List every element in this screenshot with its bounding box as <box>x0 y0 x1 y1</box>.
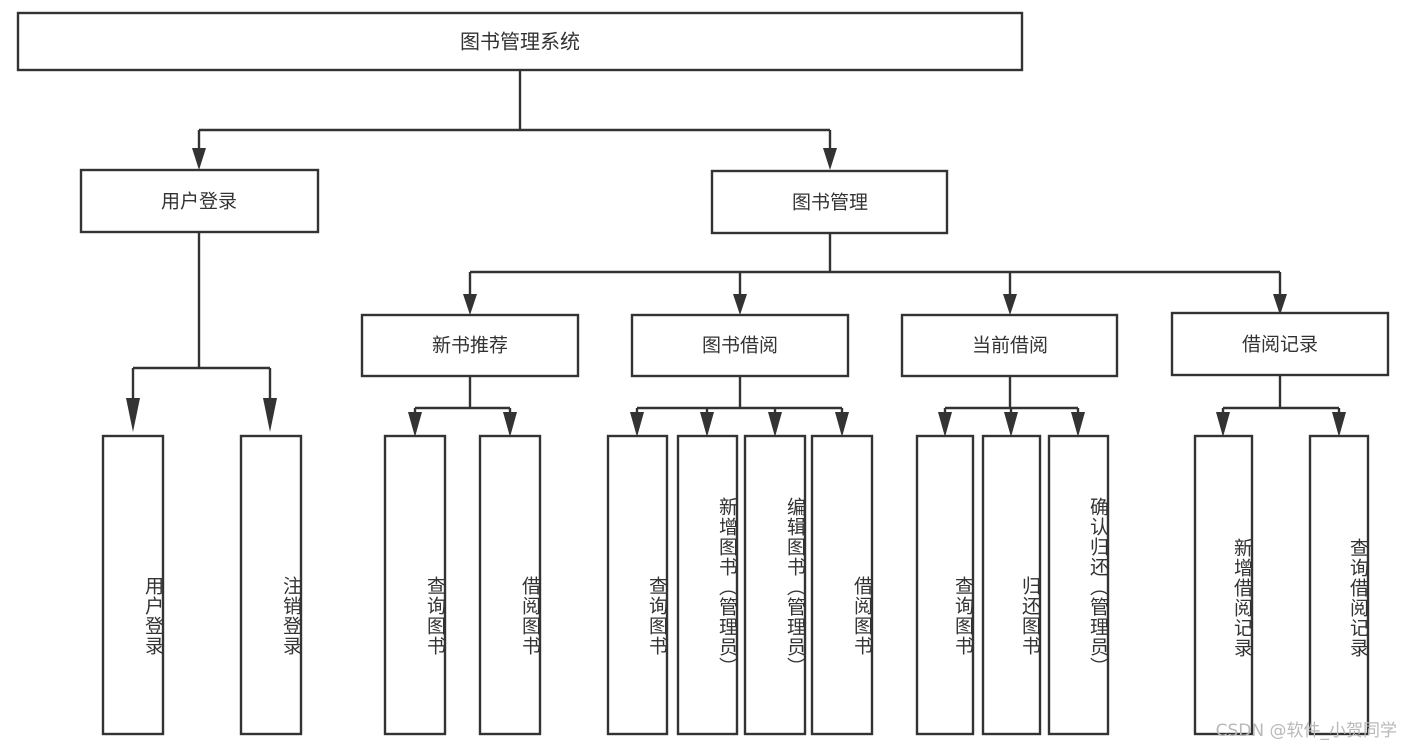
leaf-box-records-1[interactable] <box>1193 434 1254 736</box>
leaf-box-borrow-1[interactable] <box>606 434 669 736</box>
arrowhead-user-login <box>192 148 206 170</box>
node-new-book-label: 新书推荐 <box>432 335 508 357</box>
node-borrow-label: 图书借阅 <box>702 335 778 357</box>
node-root-box[interactable] <box>16 11 1024 72</box>
arrowhead-re-leaf2 <box>1332 412 1346 437</box>
connector-layer <box>126 70 1346 437</box>
leaf-box-borrow-4[interactable] <box>810 434 874 736</box>
node-borrow-box[interactable] <box>630 313 850 378</box>
leaf-box-current-1[interactable] <box>915 434 975 736</box>
arrowhead-new-book <box>463 294 477 315</box>
arrowhead-br-leaf1 <box>630 412 644 437</box>
node-new-book-box[interactable] <box>360 313 580 378</box>
arrowhead-cu-leaf3 <box>1071 412 1085 437</box>
node-user-login-box[interactable] <box>79 168 320 234</box>
arrowhead-book-manage <box>823 148 837 170</box>
node-records-label: 借阅记录 <box>1242 334 1318 356</box>
node-book-manage-box[interactable] <box>710 169 949 235</box>
leaf-box-current-3[interactable] <box>1047 434 1110 736</box>
leaf-box-new-book-1[interactable] <box>383 434 447 736</box>
arrowhead-nb-leaf1 <box>408 412 422 437</box>
node-records[interactable]: 借阅记录 <box>1170 311 1390 377</box>
node-root-label: 图书管理系统 <box>460 30 580 54</box>
leaf-box-user-login-1[interactable] <box>101 434 165 736</box>
arrowhead-records <box>1273 294 1287 315</box>
arrowhead-leaf-user-login <box>126 398 140 432</box>
csdn-watermark: CSDN @软件_小贺同学 <box>1215 721 1397 741</box>
arrowhead-br-leaf2 <box>700 412 714 437</box>
arrowhead-nb-leaf2 <box>503 412 517 437</box>
arrowhead-re-leaf1 <box>1216 412 1230 437</box>
arrowhead-leaf-logout <box>263 398 277 432</box>
node-user-login-label: 用户登录 <box>161 191 237 213</box>
leaf-box-borrow-3[interactable] <box>743 434 807 736</box>
arrowhead-br-leaf4 <box>835 412 849 437</box>
node-current-borrow-box[interactable] <box>900 313 1119 378</box>
leaf-box-borrow-2[interactable] <box>676 434 739 736</box>
node-layer: 图书管理系统 用户登录 图书管理 新书推荐 图书借阅 当前 <box>16 11 1390 736</box>
node-new-book[interactable]: 新书推荐 <box>360 313 580 378</box>
arrowhead-current <box>1003 294 1017 315</box>
node-user-login[interactable]: 用户登录 <box>79 168 320 234</box>
node-borrow[interactable]: 图书借阅 <box>630 313 850 378</box>
arrowhead-cu-leaf2 <box>1004 412 1018 437</box>
node-root[interactable]: 图书管理系统 <box>16 11 1024 72</box>
node-book-manage-label: 图书管理 <box>792 192 868 214</box>
node-book-manage[interactable]: 图书管理 <box>710 169 949 235</box>
leaf-box-new-book-2[interactable] <box>478 434 542 736</box>
arrowhead-borrow <box>733 294 747 315</box>
node-records-box[interactable] <box>1170 311 1390 377</box>
node-current-borrow[interactable]: 当前借阅 <box>900 313 1119 378</box>
node-current-borrow-label: 当前借阅 <box>972 335 1048 357</box>
leaf-box-records-2[interactable] <box>1308 434 1370 736</box>
arrowhead-br-leaf3 <box>768 412 782 437</box>
arrowhead-cu-leaf1 <box>938 412 952 437</box>
leaf-box-current-2[interactable] <box>981 434 1042 736</box>
leaf-box-user-login-2[interactable] <box>239 434 303 736</box>
